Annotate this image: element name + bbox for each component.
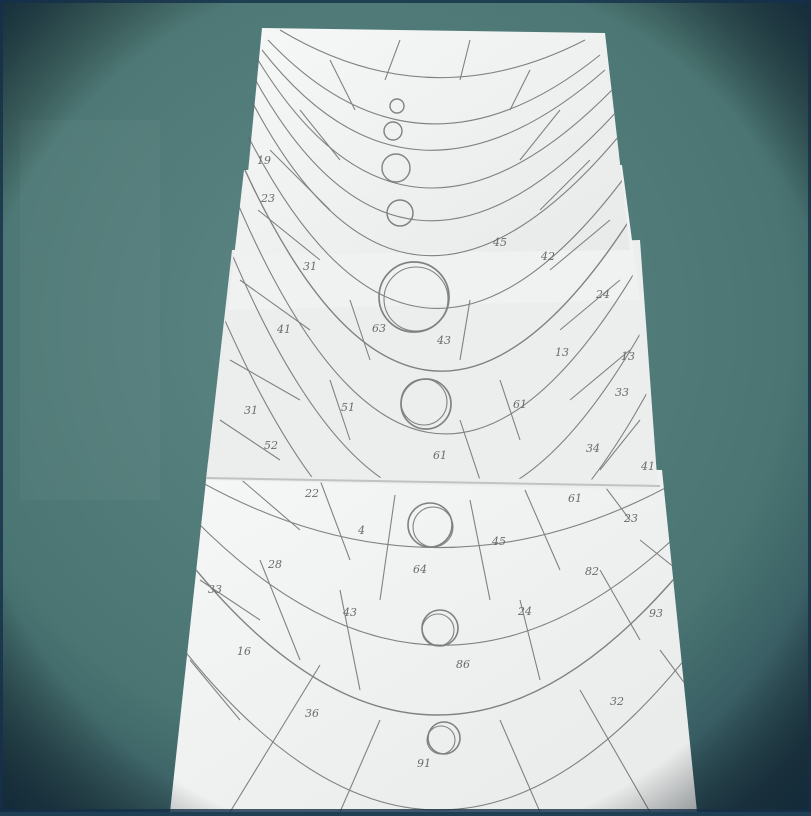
photo-vignette: [0, 0, 811, 812]
photo-scene: 22 4 45 61 23 82 28 33 64 43 24 86 93 32…: [0, 0, 811, 812]
photo-canvas: 22 4 45 61 23 82 28 33 64 43 24 86 93 32…: [0, 0, 811, 812]
